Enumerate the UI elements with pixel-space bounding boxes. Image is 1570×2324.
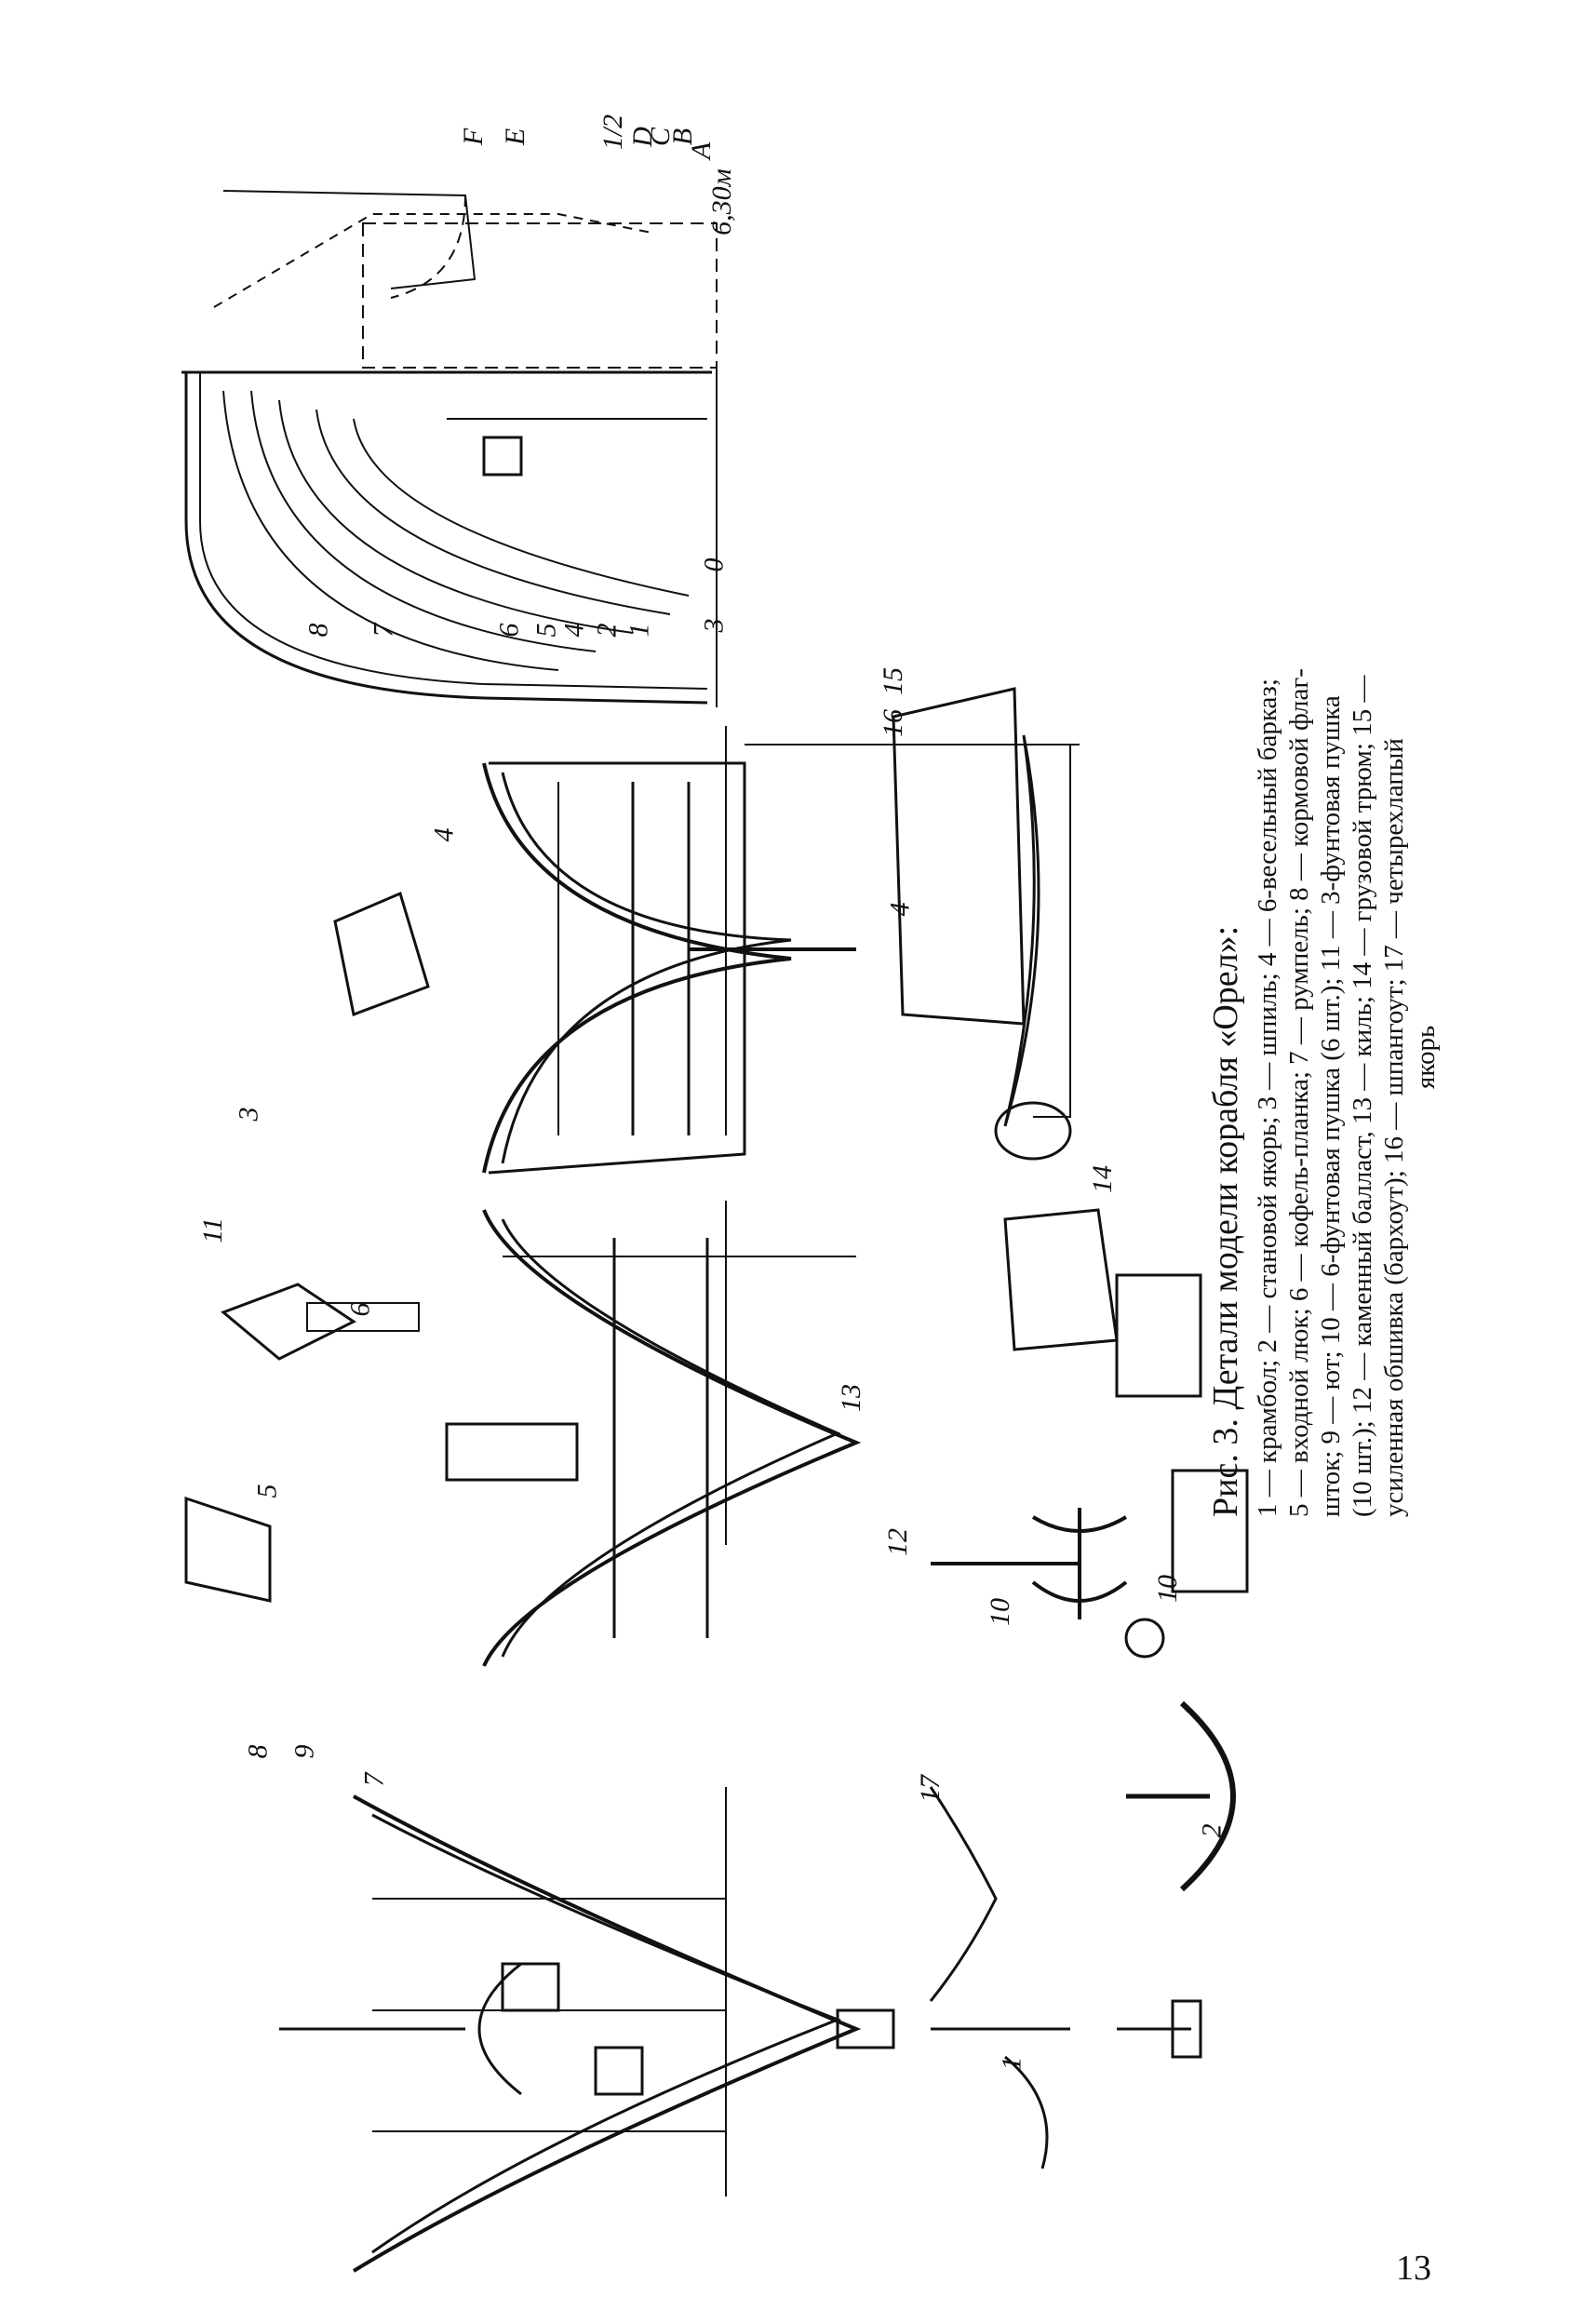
midship-section bbox=[184, 1201, 1249, 1667]
callout-12: 12 bbox=[882, 1528, 913, 1556]
callout-15: 15 bbox=[878, 667, 908, 695]
figure-caption: Рис. 3. Детали модели корабля «Орел»: 1 … bbox=[1205, 186, 1540, 1517]
callout-1: 1 bbox=[996, 2056, 1027, 2071]
callout-7-top: 7 bbox=[368, 623, 399, 638]
body-plan-F: F bbox=[458, 128, 490, 146]
callout-17: 17 bbox=[915, 1775, 946, 1803]
caption-line: шток; 9 — ют; 10 — 6-фунтовая пушка (6 ш… bbox=[1316, 695, 1346, 1517]
callout-2-top: 2 bbox=[591, 623, 623, 638]
cross-section-boat bbox=[333, 687, 1080, 1175]
callout-13: 13 bbox=[836, 1384, 866, 1412]
body-plan-drawing bbox=[181, 190, 718, 707]
stern-view bbox=[279, 1786, 1202, 2273]
callout-9: 9 bbox=[289, 1744, 320, 1759]
callout-5: 5 bbox=[251, 1484, 283, 1498]
callout-8-top: 8 bbox=[302, 623, 334, 638]
caption-title: Рис. 3. Детали модели корабля «Орел»: bbox=[1206, 925, 1245, 1517]
callout-3-top: 3 bbox=[698, 618, 730, 633]
callout-6: 6 bbox=[344, 1302, 376, 1317]
caption-line: 5 — входной люк; 6 — кофель-планка; 7 — … bbox=[1284, 668, 1314, 1517]
body-plan-half: 1/2 bbox=[597, 114, 629, 151]
callout-3-mid: 3 bbox=[233, 1107, 264, 1122]
callout-4-top: 4 bbox=[558, 623, 590, 638]
caption-line: 1 — крамбол; 2 — становой якорь; 3 — шпи… bbox=[1253, 678, 1282, 1517]
callout-1-top: 1 bbox=[624, 623, 655, 638]
page-number: 13 bbox=[1396, 2249, 1431, 2288]
body-plan-scale: 6,30м bbox=[705, 168, 737, 235]
caption-body: 1 — крамбол; 2 — становой якорь; 3 — шпи… bbox=[1252, 186, 1442, 1517]
callout-5-top: 5 bbox=[530, 623, 562, 638]
body-plan-A: A bbox=[686, 141, 718, 160]
caption-line: усиленная обшивка (бархоут); 16 — шпанго… bbox=[1379, 738, 1409, 1517]
callout-10: 10 bbox=[985, 1598, 1015, 1626]
callout-11: 11 bbox=[196, 1217, 228, 1243]
callout-16: 16 bbox=[878, 709, 908, 737]
callout-6-top: 6 bbox=[493, 623, 525, 638]
callout-10-mid: 10 bbox=[1152, 1575, 1183, 1603]
caption-line: (10 шт.); 12 — каменный балласт, 13 — ки… bbox=[1348, 675, 1377, 1517]
callout-2: 2 bbox=[1196, 1823, 1228, 1838]
body-plan-E: E bbox=[500, 128, 531, 146]
callout-7: 7 bbox=[358, 1772, 390, 1787]
callout-8: 8 bbox=[242, 1744, 274, 1759]
callout-14: 14 bbox=[1087, 1165, 1118, 1193]
caption-line: якорь bbox=[1411, 1025, 1441, 1089]
body-plan-zero: 0 bbox=[698, 557, 730, 572]
callout-4-boat: 4 bbox=[884, 902, 916, 917]
callout-4-mid: 4 bbox=[428, 827, 460, 842]
anchors bbox=[931, 1508, 1236, 1892]
